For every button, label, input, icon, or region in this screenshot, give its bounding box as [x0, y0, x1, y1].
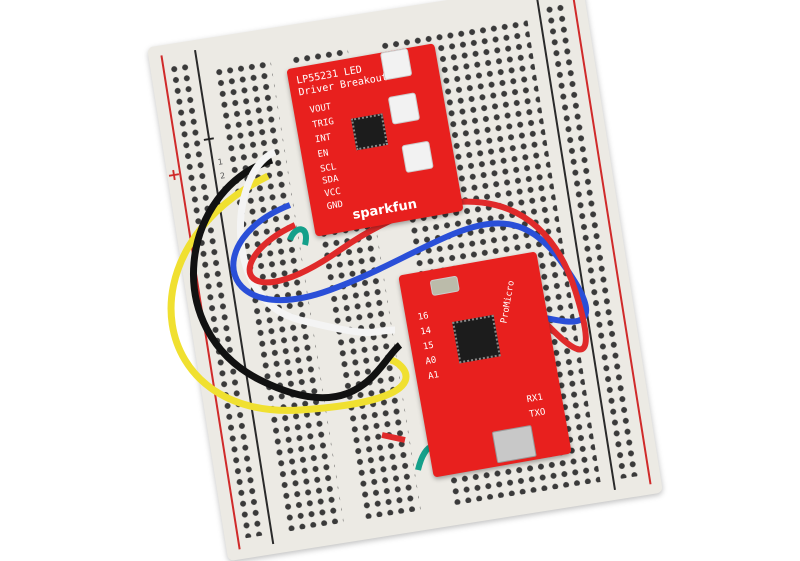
pin-label: TRIG [311, 116, 335, 131]
rgb-led [387, 92, 421, 125]
board-title: ProMicro [499, 279, 517, 325]
sparkfun-logo: sparkfun [351, 196, 419, 223]
crystal-oscillator [429, 275, 460, 297]
microcontroller-chip [452, 314, 501, 364]
pin-label: 15 [422, 340, 435, 353]
pin-label: TXO [528, 407, 547, 420]
pin-label: VCC [323, 186, 342, 200]
pin-label: SCL [319, 162, 338, 175]
pin-label: EN [316, 148, 330, 161]
wire-red [246, 198, 589, 353]
pin-label: RX1 [525, 392, 544, 406]
photo-scene: + − 1 2 3 LP55231 LED Driver Breakout VO… [147, 0, 663, 561]
pin-label: GND [326, 199, 344, 213]
rgb-led [379, 47, 413, 81]
led-driver-board: LP55231 LED Driver Breakout VOUT TRIG IN… [286, 43, 464, 237]
wire-black [190, 156, 403, 402]
pin-label: A0 [424, 355, 438, 368]
wire-yellow [167, 172, 410, 414]
usb-connector [491, 424, 537, 464]
pin-label: VOUT [309, 102, 333, 116]
driver-chip [350, 113, 389, 151]
wire-white [236, 148, 396, 336]
jumper-wires [167, 148, 589, 471]
pin-label: A1 [427, 370, 440, 382]
pin-label: 14 [419, 325, 433, 338]
wire-red-short [381, 432, 406, 443]
rgb-led [401, 140, 434, 174]
wire-green-1 [287, 226, 309, 246]
pin-label: 16 [417, 311, 430, 323]
pin-label: SDA [321, 174, 340, 187]
pin-label: INT [314, 132, 333, 146]
